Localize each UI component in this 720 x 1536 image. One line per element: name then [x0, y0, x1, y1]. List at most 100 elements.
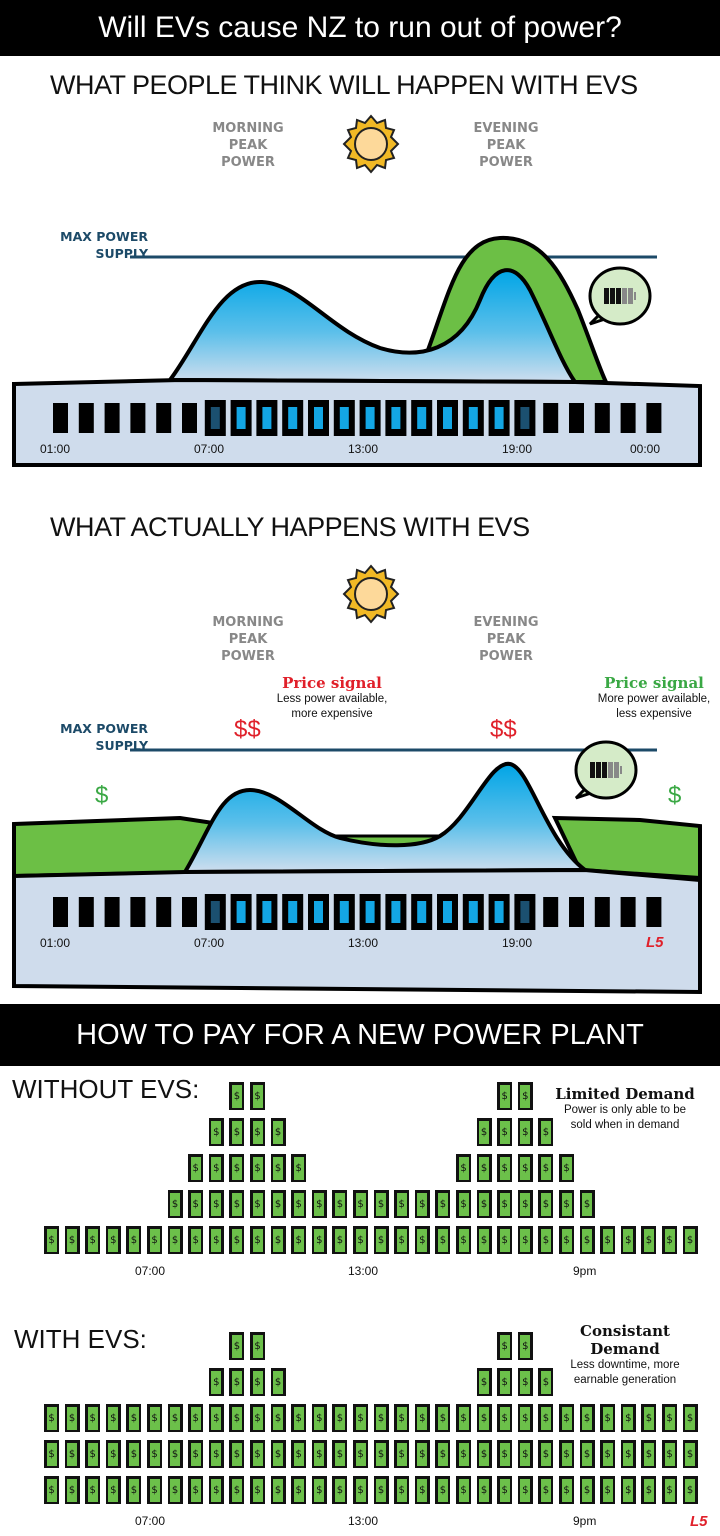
dollar-sign-icon: $ — [540, 1120, 551, 1144]
dollar-sign-icon: $ — [231, 1370, 242, 1394]
money-bill: $ — [497, 1082, 513, 1110]
evening-peak-label: EVENING PEAK POWER — [451, 614, 561, 665]
daylight-block-window — [365, 407, 375, 429]
evening-peak-label: EVENING PEAK POWER — [451, 120, 561, 171]
dollar-sign-icon: $ — [293, 1156, 304, 1180]
money-bill: $ — [208, 1440, 224, 1468]
money-bill: $ — [538, 1226, 554, 1254]
money-bill: $ — [188, 1440, 204, 1468]
dollar-sign-icon: $ — [170, 1442, 181, 1466]
hour-block — [543, 403, 559, 433]
money-bill: $ — [353, 1440, 368, 1468]
money-bill: $ — [559, 1404, 574, 1432]
dollar-sign-icon: $ — [108, 1406, 119, 1430]
money-bill: $ — [538, 1368, 554, 1396]
dollar-sign-icon: $ — [417, 1442, 428, 1466]
dollar-sign-icon: $ — [664, 1442, 675, 1466]
dollar-sign-icon: $ — [231, 1442, 242, 1466]
dollar-sign-icon: $ — [479, 1228, 490, 1252]
hour-block — [53, 897, 68, 927]
dollar-sign-icon: $ — [334, 1478, 345, 1502]
dollar-sign-icon: $ — [211, 1192, 222, 1216]
tick-label: 07:00 — [135, 1514, 166, 1528]
dollar-sign-icon: $ — [67, 1406, 78, 1430]
money-bill: $ — [497, 1404, 513, 1432]
money-bill: $ — [559, 1476, 574, 1504]
dollar-sign-icon: $ — [417, 1406, 428, 1430]
money-bill: $ — [44, 1440, 59, 1468]
dollar-sign-icon: $ — [417, 1478, 428, 1502]
hour-block — [78, 897, 94, 927]
money-bill: $ — [600, 1404, 616, 1432]
money-bill: $ — [126, 1226, 142, 1254]
dollar-sign-icon: $ — [67, 1478, 78, 1502]
money-bill: $ — [270, 1226, 286, 1254]
money-bill: $ — [311, 1440, 327, 1468]
dollar-sign-icon: $ — [479, 1156, 490, 1180]
money-bill: $ — [311, 1190, 327, 1218]
dollar-sign-icon: $ — [602, 1478, 613, 1502]
section2-diagram — [12, 564, 702, 995]
dollar-sign-icon: $ — [479, 1442, 490, 1466]
label-line: MAX POWER — [60, 229, 148, 244]
dollar-sign-icon: $ — [231, 1334, 242, 1358]
dollar-sign-icon: $ — [582, 1478, 593, 1502]
dollar-sign-icon: $ — [252, 1228, 263, 1252]
money-bill: $ — [497, 1154, 513, 1182]
dollar-sign-icon: $ — [231, 1192, 242, 1216]
price-signal-title: Price signal — [604, 674, 704, 692]
money-bill: $ — [662, 1226, 677, 1254]
hour-block — [182, 403, 197, 433]
dollar-sign-icon: $ — [211, 1120, 222, 1144]
dollar-sign-icon: $ — [231, 1406, 242, 1430]
dollar-sign-icon: $ — [623, 1478, 634, 1502]
money-bill: $ — [517, 1440, 533, 1468]
dollar-sign-icon: $ — [273, 1442, 284, 1466]
money-bill: $ — [250, 1404, 265, 1432]
dollar-sign-icon: $ — [334, 1442, 345, 1466]
dollar-sign-icon: $ — [479, 1120, 490, 1144]
hour-block — [594, 897, 610, 927]
money-bill: $ — [167, 1440, 183, 1468]
ev-battery-speech-bubble-icon — [574, 740, 638, 800]
money-bill: $ — [291, 1440, 307, 1468]
money-bill: $ — [414, 1404, 430, 1432]
dollar-sign-icon: $ — [540, 1478, 551, 1502]
money-bill: $ — [517, 1476, 533, 1504]
money-bill: $ — [662, 1404, 677, 1432]
dollar-sign-icon: $ — [334, 1406, 345, 1430]
tick-label: 13:00 — [348, 1264, 379, 1278]
daylight-block-window — [339, 407, 349, 429]
dollar-sign-icon: $ — [499, 1120, 510, 1144]
dollar-sign-icon: $ — [582, 1228, 593, 1252]
section3-title: HOW TO PAY FOR A NEW POWER PLANT — [76, 1019, 644, 1051]
daylight-block-window — [443, 901, 452, 923]
dollar-sign-icon: $ — [685, 1228, 696, 1252]
money-bill: $ — [497, 1190, 513, 1218]
daylight-block-window — [443, 407, 452, 429]
money-bill: $ — [497, 1440, 513, 1468]
money-bill: $ — [414, 1440, 430, 1468]
dollar-sign-icon: $ — [314, 1192, 325, 1216]
label-line: POWER — [221, 155, 275, 170]
dollar-sign-icon: $ — [273, 1406, 284, 1430]
money-bill: $ — [538, 1404, 554, 1432]
label-line: EVENING — [473, 615, 539, 630]
money-bill: $ — [105, 1226, 121, 1254]
money-bill: $ — [85, 1476, 101, 1504]
money-bill: $ — [188, 1154, 204, 1182]
dollar-sign-icon: $ — [396, 1228, 407, 1252]
dollar-sign-icon: $ — [499, 1228, 510, 1252]
money-bill: $ — [44, 1476, 59, 1504]
money-bill: $ — [497, 1368, 513, 1396]
dollar-sign-icon: $ — [437, 1442, 448, 1466]
money-bill: $ — [167, 1190, 183, 1218]
money-bill: $ — [229, 1154, 245, 1182]
dollar-sign-icon: $ — [437, 1406, 448, 1430]
section1-diagram — [12, 114, 702, 467]
dollar-sign-icon: $ — [561, 1156, 572, 1180]
dollar-sign-icon: $ — [499, 1406, 510, 1430]
money-bill: $ — [538, 1476, 554, 1504]
sun-icon — [342, 114, 400, 174]
money-bill: $ — [517, 1190, 533, 1218]
